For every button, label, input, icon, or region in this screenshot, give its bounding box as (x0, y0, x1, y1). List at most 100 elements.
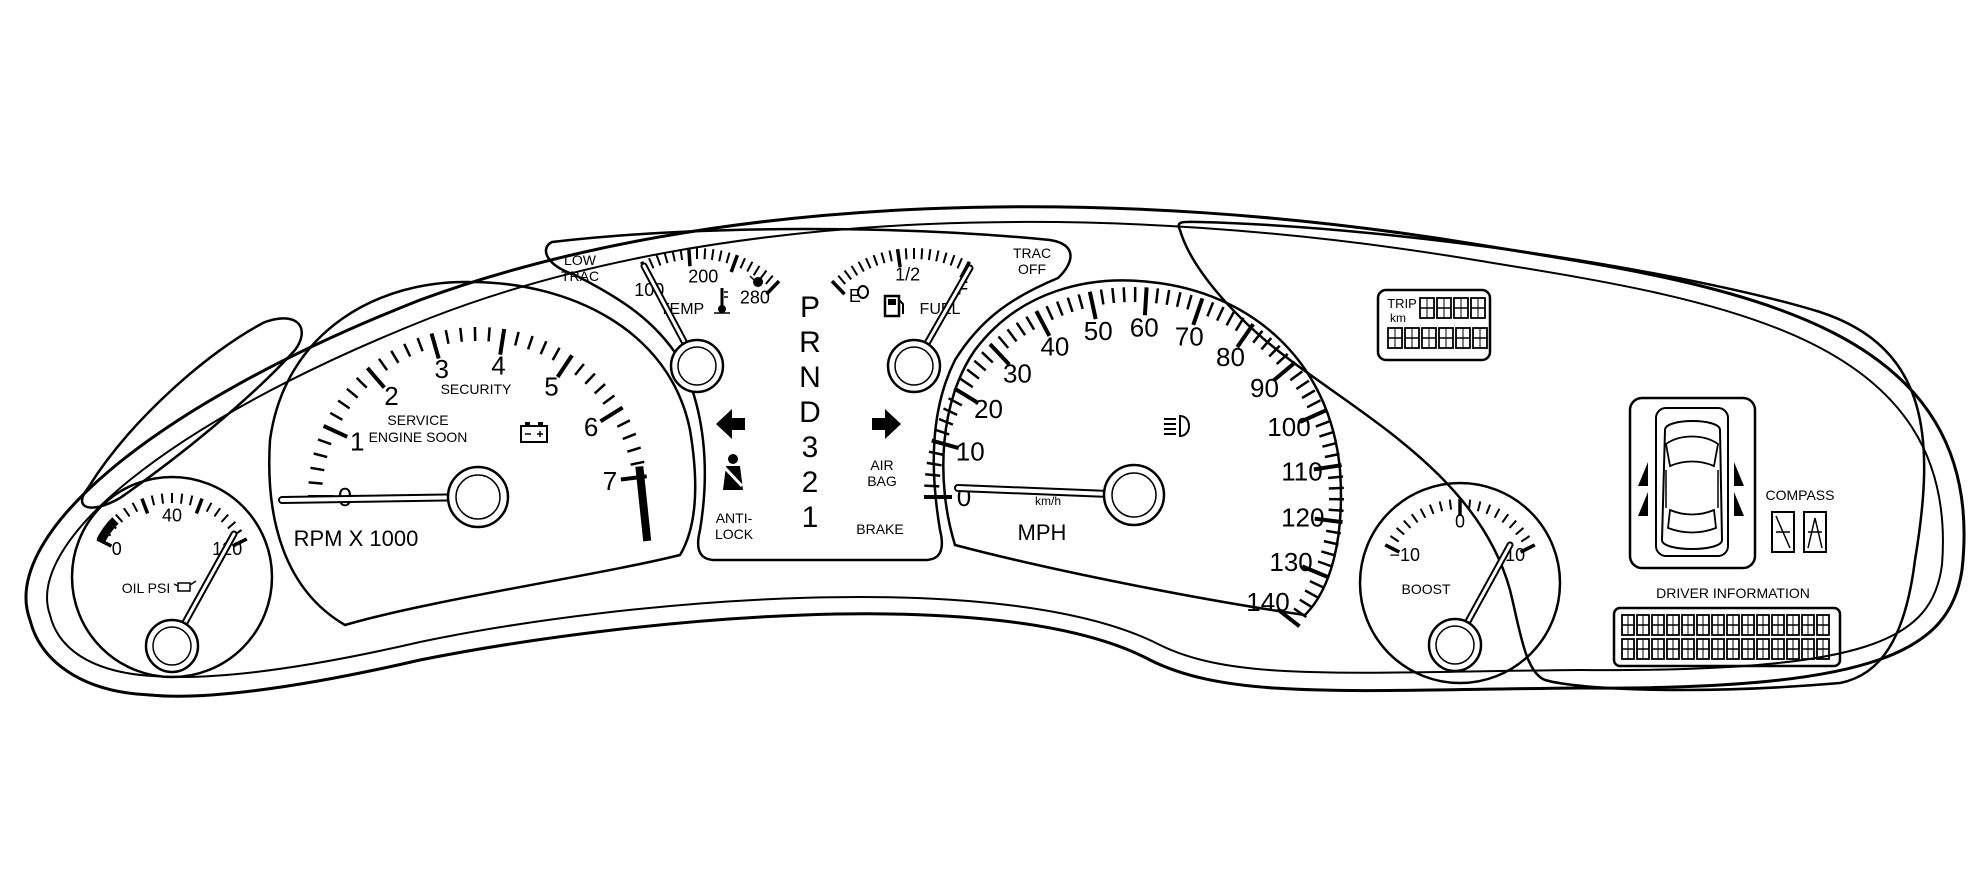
tachometer-minor-tick (355, 377, 368, 389)
boost-label: −10 (1390, 545, 1421, 565)
temperature-minor-tick (655, 254, 662, 266)
boost-gauge-bezel (1358, 481, 1562, 685)
speedometer-bezel (942, 279, 1343, 617)
tachometer-minor-tick (539, 340, 548, 355)
speedometer-minor-tick (1320, 550, 1337, 557)
dic-character-cell (1741, 638, 1755, 660)
fuel-minor-tick (872, 254, 879, 266)
speedometer-minor-tick (1301, 389, 1316, 400)
driver-information-label: DRIVER INFORMATION (1656, 585, 1810, 601)
tachometer-minor-tick (487, 327, 491, 342)
dic-character-cell (1621, 614, 1635, 636)
tachometer-redline (635, 466, 652, 542)
speedometer-minor-tick (959, 377, 974, 389)
speedometer-minor-tick (1315, 420, 1331, 428)
temperature-major-tick (729, 254, 740, 273)
temperature-minor-tick (746, 261, 754, 272)
speedometer-minor-tick (997, 335, 1010, 349)
tachometer-minor-tick (329, 411, 344, 421)
boost-minor-tick (1428, 504, 1435, 515)
right-info-panel (1177, 220, 1926, 692)
boost-minor-tick (1485, 504, 1492, 515)
dic-character-cell (1711, 614, 1725, 636)
dic-character-cell (1771, 638, 1785, 660)
speedometer-minor-tick (1122, 287, 1126, 303)
tachometer-minor-tick (377, 358, 389, 371)
speedometer-minor-tick (1252, 330, 1264, 344)
boost-minor-tick (1403, 519, 1412, 529)
speedometer-minor-tick (1215, 306, 1225, 322)
tachometer-label: 1 (350, 427, 364, 457)
speedometer-label: 110 (1281, 456, 1322, 486)
temperature-minor-tick (703, 248, 707, 260)
kmh-label: km/h (1035, 494, 1061, 508)
boost-major-tick (1519, 543, 1536, 554)
speedometer-minor-tick (1234, 317, 1245, 332)
fuel-minor-tick (927, 248, 932, 261)
fuel-labels: E1/2F (849, 265, 968, 306)
speedometer-minor-tick (1175, 291, 1182, 308)
speedometer-minor-tick (1111, 287, 1116, 304)
door-ajar-right-front-icon (1734, 462, 1744, 486)
oil-pressure-minor-tick (213, 507, 222, 517)
dic-character-cell (1666, 638, 1680, 660)
trip-digit-cell (1470, 297, 1486, 319)
speedometer-label: 50 (1084, 316, 1113, 346)
oil-pressure-minor-tick (205, 502, 213, 513)
temperature-minor-tick (663, 252, 669, 264)
tachometer-label: 3 (434, 354, 448, 384)
speedometer-minor-tick (1299, 598, 1314, 609)
speedometer-label: 20 (974, 394, 1003, 424)
speedometer-minor-tick (1295, 379, 1310, 391)
tachometer-hub (446, 465, 510, 529)
speedometer-minor-tick (938, 417, 954, 426)
trac-off-line1: TRAC (1013, 245, 1051, 261)
gear-position-2: 2 (802, 466, 819, 499)
tachometer-minor-tick (526, 335, 534, 350)
odometer-digit-cell (1472, 327, 1488, 349)
airbag-line1: AIR (870, 457, 893, 473)
speedometer-minor-tick (948, 397, 963, 407)
speedometer-minor-tick (1293, 607, 1308, 619)
dic-character-cell (1741, 614, 1755, 636)
speedometer-label: 100 (1267, 412, 1310, 442)
temperature-minor-tick (725, 252, 731, 264)
temperature-minor-tick (765, 274, 774, 285)
airbag-line2: BAG (867, 473, 897, 489)
dic-character-cell (1651, 614, 1665, 636)
speedometer-label: 90 (1250, 373, 1279, 403)
speedometer-minor-tick (1304, 589, 1319, 599)
temperature-major-tick (687, 248, 692, 267)
tachometer-minor-tick (513, 331, 520, 346)
oil-pressure-minor-tick (160, 493, 164, 504)
driver-information-row2 (1621, 638, 1830, 660)
tachometer-minor-tick (584, 372, 596, 385)
oil-pressure-gauge-bezel (70, 475, 274, 679)
speedometer-minor-tick (1154, 288, 1160, 304)
boost-label: 0 (1455, 511, 1465, 531)
trip-digit-cell (1419, 297, 1435, 319)
tachometer-minor-tick (337, 399, 351, 410)
low-fuel-icon (857, 285, 869, 299)
speedometer-minor-tick (928, 450, 944, 457)
cluster-outer-outline (24, 205, 1966, 698)
tachometer-ticks (308, 326, 647, 499)
tachometer-minor-tick (626, 446, 642, 453)
tachometer-minor-tick (416, 337, 424, 352)
trip-digit-cell (1436, 297, 1452, 319)
gear-position-n: N (799, 361, 821, 394)
fuel-minor-tick (904, 248, 908, 260)
oil-pressure-major-tick (140, 497, 150, 515)
speedometer-minor-tick (1325, 529, 1342, 535)
speedometer-minor-tick (925, 472, 941, 478)
temperature-minor-tick (710, 248, 715, 261)
dic-character-cell (1756, 638, 1770, 660)
fuel-minor-tick (920, 248, 924, 260)
speedometer-minor-tick (973, 359, 987, 372)
trip-odometer-display (1376, 288, 1492, 362)
temperature-minor-tick (739, 257, 746, 269)
hot-warning-icon (749, 275, 763, 287)
compass-display (1771, 511, 1827, 553)
tachometer-needle-inner (280, 495, 480, 502)
